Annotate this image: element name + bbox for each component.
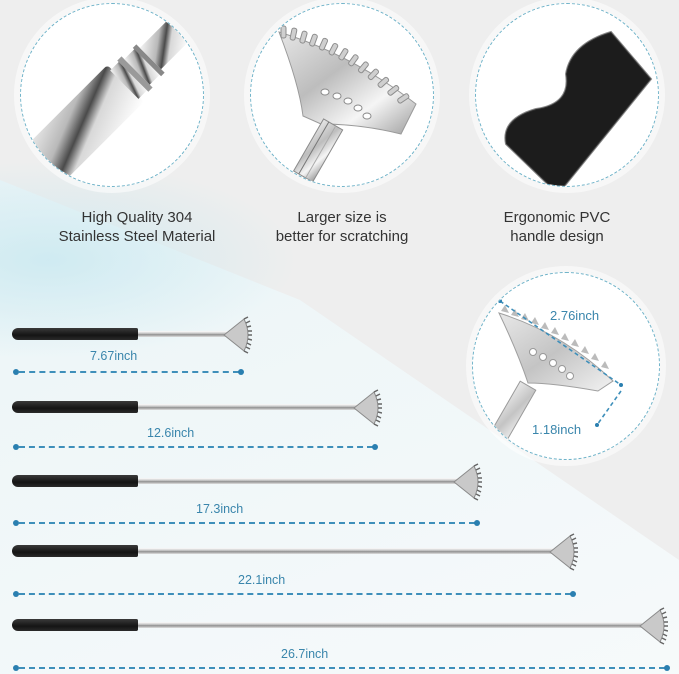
feature-circle-head — [250, 3, 434, 187]
handle-black — [12, 619, 138, 631]
head-dimension-circle — [472, 272, 660, 460]
scratcher-length-4 — [12, 532, 587, 572]
dimension-line-4 — [19, 593, 571, 595]
dimension-end-dot — [474, 520, 480, 526]
telescoping-rod — [138, 622, 642, 628]
feature-caption-line1: High Quality 304 — [81, 209, 193, 226]
scratcher-length-1 — [12, 315, 252, 355]
scratcher-head-icon — [278, 25, 417, 183]
feature-circle-steel — [20, 3, 204, 187]
scratcher-head-icon — [453, 463, 482, 501]
feature-caption-line1: Larger size is — [297, 209, 387, 226]
handle-black — [12, 401, 138, 413]
scratcher-length-2 — [12, 388, 382, 428]
telescoping-rod — [138, 331, 228, 337]
scratcher-head-icon — [353, 389, 382, 427]
scratcher-head-icon — [549, 533, 578, 571]
handle-black — [12, 475, 138, 487]
pvc-handle-icon — [504, 30, 653, 186]
telescoping-rod — [138, 404, 358, 410]
feature-caption-line2: handle design — [510, 228, 604, 245]
scratcher-head-icon — [639, 607, 668, 645]
head-height-label: 1.18inch — [532, 422, 582, 437]
feature-caption-steel: High Quality 304 Stainless Steel Materia… — [27, 208, 247, 246]
dimension-end-dot — [238, 369, 244, 375]
handle-black — [12, 328, 138, 340]
dimension-end-dot — [664, 665, 670, 671]
dimension-start-dot — [13, 591, 19, 597]
length-label-5: 26.7inch — [281, 647, 329, 661]
dimension-line-2 — [19, 446, 373, 448]
length-label-3: 17.3inch — [196, 502, 244, 516]
feature-caption-line1: Ergonomic PVC — [503, 209, 611, 226]
dimension-line-1 — [19, 371, 239, 373]
dimension-line-3 — [19, 522, 475, 524]
feature-circle-handle — [475, 3, 659, 187]
telescoping-rod — [138, 548, 554, 554]
dimension-start-dot — [13, 520, 19, 526]
dimension-start-dot — [13, 369, 19, 375]
dimension-end-dot — [372, 444, 378, 450]
telescoping-rod-icon — [21, 19, 190, 186]
length-label-4: 22.1inch — [238, 573, 286, 587]
dimension-end-dot — [570, 591, 576, 597]
dimension-start-dot — [13, 665, 19, 671]
dimension-line-5 — [19, 667, 665, 669]
scratcher-length-3 — [12, 462, 487, 502]
feature-caption-line2: better for scratching — [275, 228, 409, 245]
feature-caption-line2: Stainless Steel Material — [58, 228, 216, 245]
scratcher-head-icon — [223, 316, 252, 354]
feature-caption-handle: Ergonomic PVC handle design — [447, 208, 667, 246]
feature-caption-size: Larger size is better for scratching — [232, 208, 452, 246]
head-width-label: 2.76inch — [550, 308, 600, 323]
length-label-1: 7.67inch — [90, 349, 138, 363]
handle-black — [12, 545, 138, 557]
length-label-2: 12.6inch — [147, 426, 195, 440]
telescoping-rod — [138, 478, 458, 484]
dimension-start-dot — [13, 444, 19, 450]
scratcher-length-5 — [12, 606, 679, 646]
